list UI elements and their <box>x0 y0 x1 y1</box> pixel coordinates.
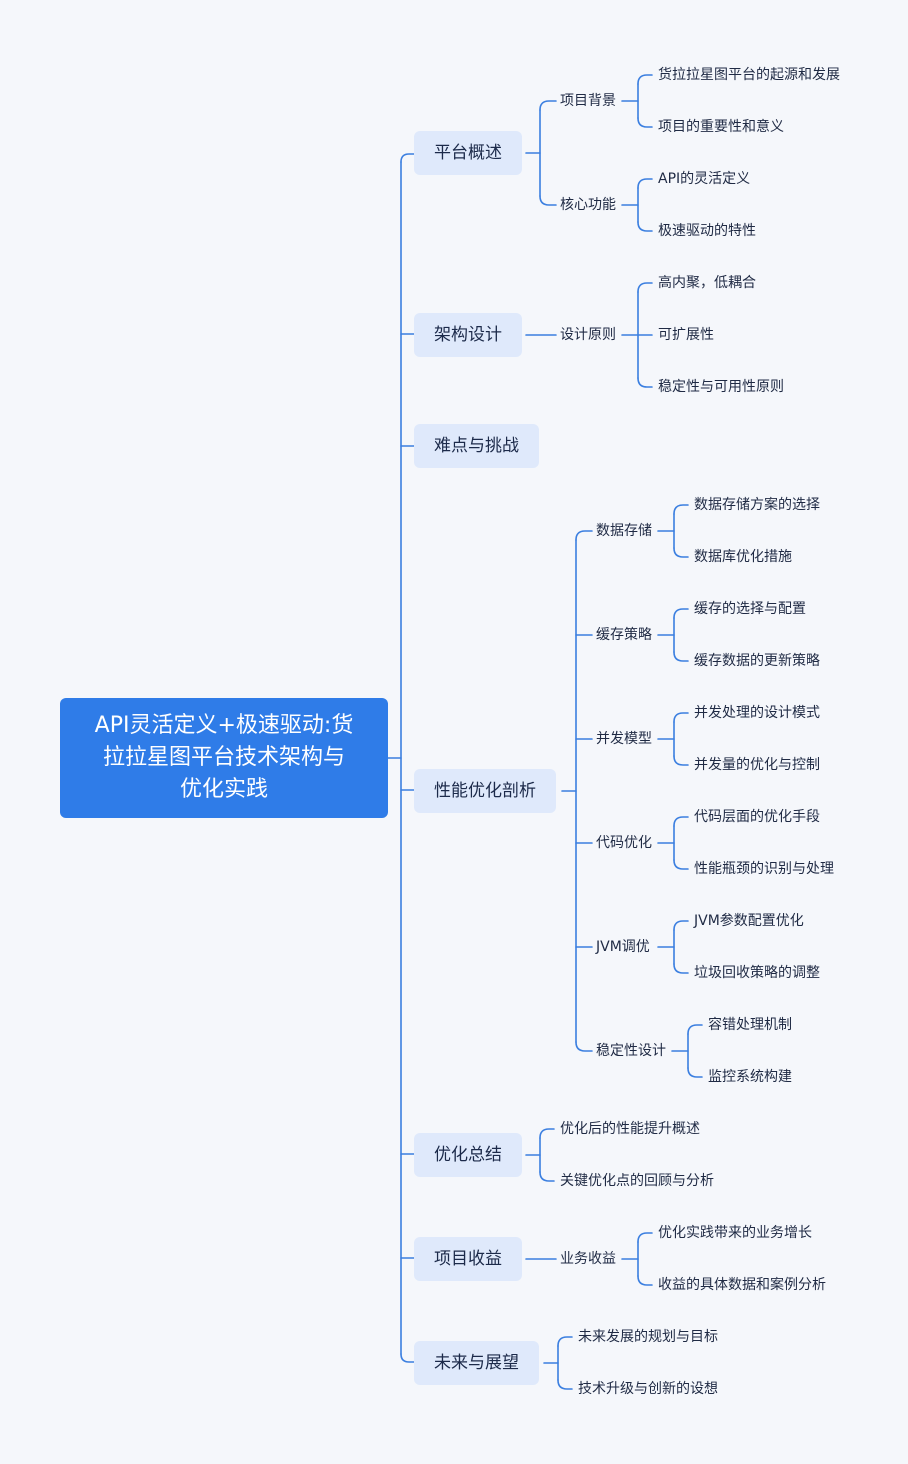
leaf-concurrency-patterns[interactable]: 并发处理的设计模式 <box>694 705 820 721</box>
topic-architecture-design[interactable]: 架构设计 <box>414 313 522 357</box>
leaf-future-plans[interactable]: 未来发展的规划与目标 <box>578 1329 718 1345</box>
leaf-business-growth[interactable]: 优化实践带来的业务增长 <box>658 1225 812 1241</box>
leaf-bottleneck-handling[interactable]: 性能瓶颈的识别与处理 <box>694 861 834 877</box>
leaf-cache-selection[interactable]: 缓存的选择与配置 <box>694 601 806 617</box>
leaf-gc-strategy[interactable]: 垃圾回收策略的调整 <box>694 965 820 981</box>
topic-performance-analysis[interactable]: 性能优化剖析 <box>414 769 556 813</box>
root-title-line-1: API灵活定义+极速驱动:货 <box>94 713 354 738</box>
leaf-high-cohesion[interactable]: 高内聚，低耦合 <box>658 275 756 291</box>
topic-difficulties-challenges[interactable]: 难点与挑战 <box>414 424 539 468</box>
node-project-background[interactable]: 项目背景 <box>560 93 616 109</box>
root-node[interactable]: API灵活定义+极速驱动:货 拉拉星图平台技术架构与 优化实践 <box>60 698 388 818</box>
topic-optimization-summary[interactable]: 优化总结 <box>414 1133 522 1177</box>
root-title-line-2: 拉拉星图平台技术架构与 <box>102 745 345 770</box>
leaf-storage-scheme[interactable]: 数据存储方案的选择 <box>694 497 820 513</box>
topic-project-benefits[interactable]: 项目收益 <box>414 1237 522 1281</box>
leaf-tech-upgrades[interactable]: 技术升级与创新的设想 <box>578 1381 718 1397</box>
leaf-benefit-data-cases[interactable]: 收益的具体数据和案例分析 <box>658 1277 826 1293</box>
leaf-monitoring-system[interactable]: 监控系统构建 <box>708 1069 792 1085</box>
node-data-storage[interactable]: 数据存储 <box>596 523 652 539</box>
node-stability-design[interactable]: 稳定性设计 <box>596 1043 666 1059</box>
node-business-benefits[interactable]: 业务收益 <box>560 1251 616 1267</box>
topic-platform-overview[interactable]: 平台概述 <box>414 131 522 175</box>
leaf-key-points-review[interactable]: 关键优化点的回顾与分析 <box>560 1173 714 1189</box>
leaf-concurrency-control[interactable]: 并发量的优化与控制 <box>694 757 820 773</box>
leaf-fault-tolerance[interactable]: 容错处理机制 <box>708 1017 792 1033</box>
node-design-principles[interactable]: 设计原则 <box>560 327 616 343</box>
leaf-origin-development[interactable]: 货拉拉星图平台的起源和发展 <box>658 67 840 83</box>
topic-future-outlook[interactable]: 未来与展望 <box>414 1341 539 1385</box>
node-code-optimization[interactable]: 代码优化 <box>596 835 652 851</box>
leaf-scalability[interactable]: 可扩展性 <box>658 327 714 343</box>
node-cache-strategy[interactable]: 缓存策略 <box>596 627 652 643</box>
root-title-line-3: 优化实践 <box>179 777 268 802</box>
leaf-fast-drive-features[interactable]: 极速驱动的特性 <box>658 223 756 239</box>
leaf-api-flexible-definition[interactable]: API的灵活定义 <box>658 171 751 187</box>
leaf-cache-update[interactable]: 缓存数据的更新策略 <box>694 653 820 669</box>
leaf-performance-overview[interactable]: 优化后的性能提升概述 <box>560 1121 700 1137</box>
leaf-database-optimization[interactable]: 数据库优化措施 <box>694 549 792 565</box>
node-jvm-tuning[interactable]: JVM调优 <box>596 939 650 955</box>
node-concurrency-model[interactable]: 并发模型 <box>596 731 652 747</box>
node-core-functions[interactable]: 核心功能 <box>560 197 616 213</box>
leaf-jvm-params[interactable]: JVM参数配置优化 <box>694 913 804 929</box>
leaf-stability-availability[interactable]: 稳定性与可用性原则 <box>658 379 784 395</box>
leaf-code-level-methods[interactable]: 代码层面的优化手段 <box>694 809 820 825</box>
leaf-importance-meaning[interactable]: 项目的重要性和意义 <box>658 119 784 135</box>
